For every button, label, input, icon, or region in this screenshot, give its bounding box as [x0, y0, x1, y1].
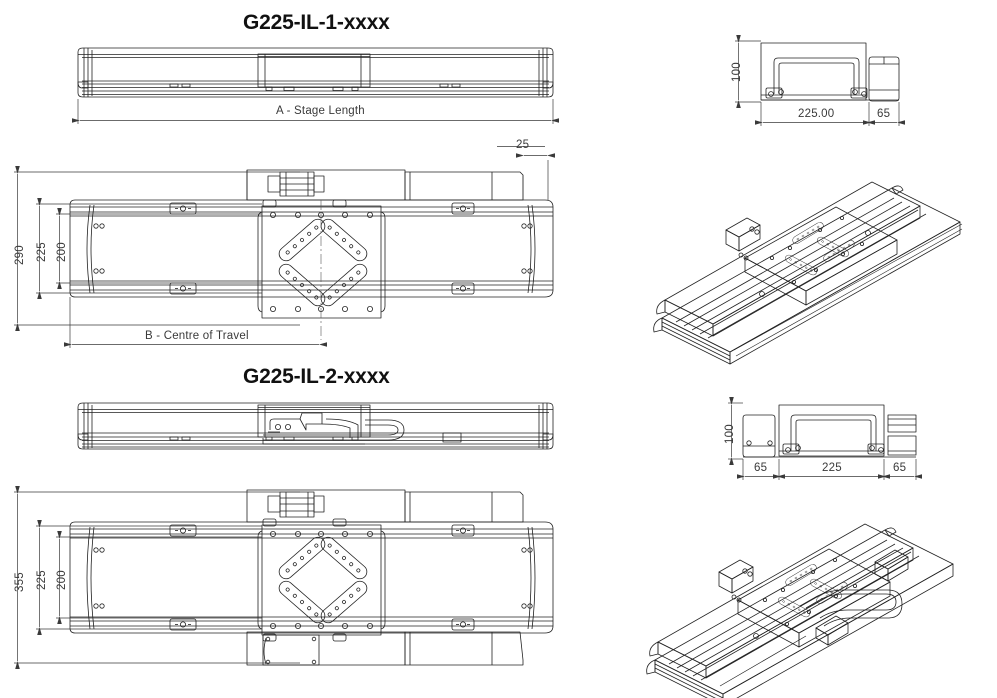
dim-100-bottom-label: 100 — [724, 424, 736, 444]
v1-centre-travel-dimension — [64, 297, 327, 348]
dim-290-label: 290 — [14, 245, 26, 265]
dim-355-label: 355 — [14, 572, 26, 592]
dim-65-right-label: 65 — [893, 462, 907, 474]
dim-65-left-label: 65 — [754, 462, 768, 474]
v1-isometric-view — [653, 181, 963, 365]
v2-side-elevation — [742, 404, 917, 458]
v2-vertical-dimensions — [14, 486, 300, 669]
v2-plan-view — [69, 489, 554, 666]
v1-side-elevation — [760, 42, 900, 102]
dim-65-top-label: 65 — [877, 108, 891, 120]
v2-carriage-plate — [257, 518, 386, 642]
dim-225-00-label: 225.00 — [798, 108, 835, 120]
v1-vertical-dimensions — [14, 166, 300, 331]
v1-plan-view — [69, 169, 554, 340]
v1-carriage-plate — [257, 199, 386, 319]
dim-25-label: 25 — [516, 139, 530, 151]
stage-length-label: A - Stage Length — [276, 105, 365, 117]
dim-225-mid-label: 225 — [822, 462, 842, 474]
dim-100-top-label: 100 — [731, 62, 743, 82]
v1-stage-length-dimension — [72, 99, 559, 124]
v1-front-elevation — [77, 47, 554, 98]
v2-isometric-view — [646, 523, 954, 698]
dim-225-v2-label: 225 — [36, 570, 48, 590]
dim-225-label: 225 — [36, 242, 48, 262]
v1-offset-25-dimension — [497, 146, 555, 200]
v2-front-elevation — [77, 402, 554, 450]
v1-side-dimensions — [735, 35, 905, 126]
v2-side-dimensions — [728, 397, 922, 480]
centre-of-travel-label: B - Centre of Travel — [145, 330, 249, 342]
dim-200-label: 200 — [56, 242, 68, 262]
variant-1-title: G225-IL-1-xxxx — [243, 11, 390, 34]
dim-200-v2-label: 200 — [56, 570, 68, 590]
variant-2-title: G225-IL-2-xxxx — [243, 365, 390, 388]
